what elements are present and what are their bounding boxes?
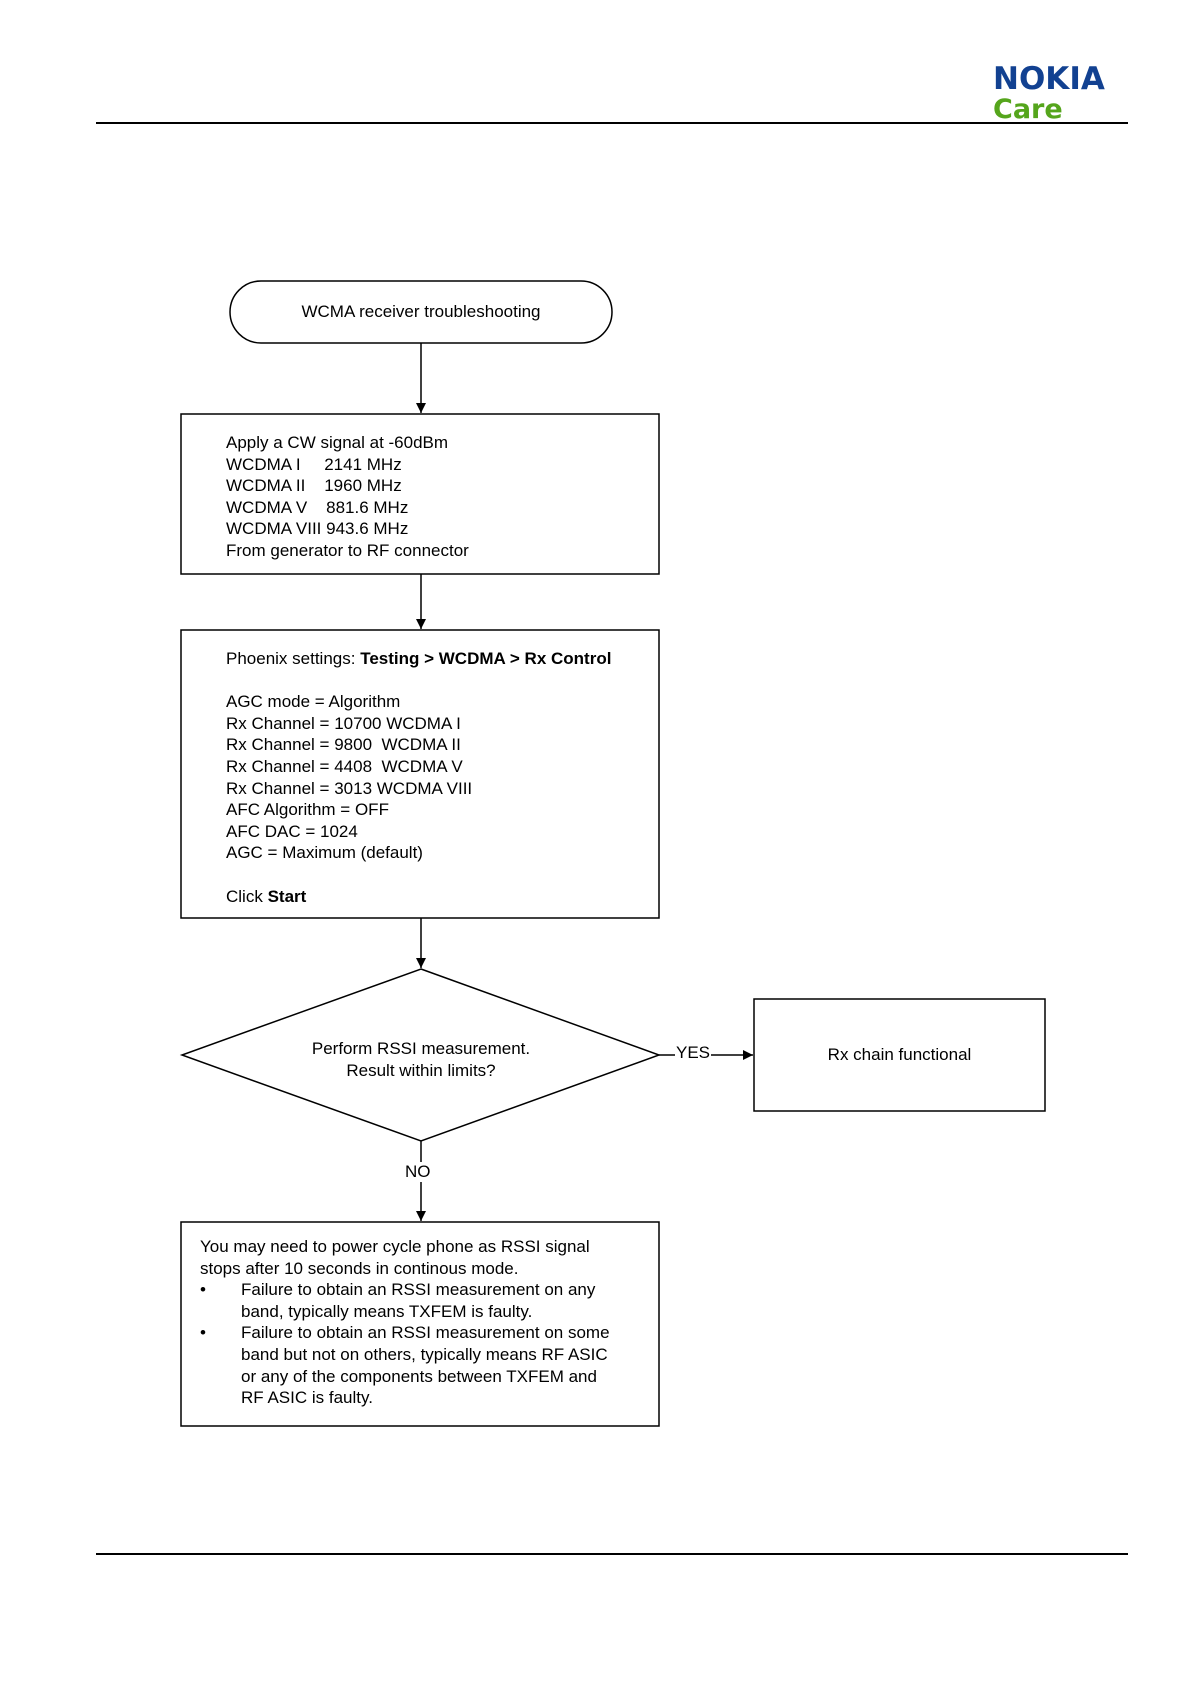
decision-line: Perform RSSI measurement. (311, 1039, 531, 1058)
phoenix-path-line: Phoenix settings: Testing > WCDMA > Rx C… (226, 649, 612, 668)
failure-bullet: Failure to obtain an RSSI measurement on… (200, 1322, 621, 1408)
footer-rule (96, 1553, 1128, 1555)
apply-line: From generator to RF connector (226, 540, 469, 560)
apply-line: Apply a CW signal at -60dBm (226, 433, 449, 452)
logo-brand: NOKIA (993, 61, 1105, 97)
decision-line: Result within limits? (346, 1060, 496, 1080)
logo-sub-brand: Care (993, 94, 1063, 125)
functional-box (753, 998, 1046, 1112)
nokia-care-logo: NOKIA Care (993, 61, 1133, 125)
failure-box (180, 1221, 660, 1427)
apply-signal-box (180, 413, 660, 575)
setting-line: AFC DAC = 1024 (226, 821, 358, 841)
phoenix-settings-box (180, 629, 660, 919)
spacer (226, 670, 659, 692)
setting-line: Rx Channel = 3013 WCDMA VIII (226, 778, 473, 798)
no-edge-label: NO (404, 1162, 432, 1182)
setting-line: AFC Algorithm = OFF (226, 800, 389, 820)
failure-bullet: Failure to obtain an RSSI measurement on… (200, 1279, 621, 1322)
apply-line: WCDMA V 881.6 MHz (226, 497, 409, 517)
apply-line: WCDMA I 2141 MHz (226, 454, 402, 474)
functional-text: Rx chain functional (827, 1045, 972, 1065)
decision-text: Perform RSSI measurement. Result within … (250, 1038, 592, 1081)
click-start-target: Start (267, 886, 307, 906)
setting-line: Rx Channel = 9800 WCDMA II (226, 735, 461, 755)
header-rule (96, 122, 1128, 124)
setting-line: Rx Channel = 10700 WCDMA I (226, 713, 461, 733)
apply-line: WCDMA II 1960 MHz (226, 476, 402, 496)
setting-line: AGC mode = Algorithm (226, 692, 401, 712)
start-terminal-label: WCMA receiver troubleshooting (301, 302, 541, 322)
click-start-line: Click Start (226, 886, 307, 906)
failure-intro: You may need to power cycle phone as RSS… (200, 1237, 590, 1278)
yes-edge-label: YES (675, 1043, 712, 1063)
failure-text: You may need to power cycle phone as RSS… (181, 1222, 659, 1409)
failure-bullets: Failure to obtain an RSSI measurement on… (200, 1279, 659, 1409)
setting-line: AGC = Maximum (default) (226, 843, 423, 863)
setting-line: Rx Channel = 4408 WCDMA V (226, 756, 463, 776)
apply-signal-text: Apply a CW signal at -60dBm WCDMA I 2141… (181, 414, 659, 574)
phoenix-settings-text: Phoenix settings: Testing > WCDMA > Rx C… (181, 630, 659, 918)
apply-line: WCDMA VIII 943.6 MHz (226, 519, 409, 539)
spacer (226, 864, 659, 886)
phoenix-menu-path: Testing > WCDMA > Rx Control (360, 649, 612, 668)
